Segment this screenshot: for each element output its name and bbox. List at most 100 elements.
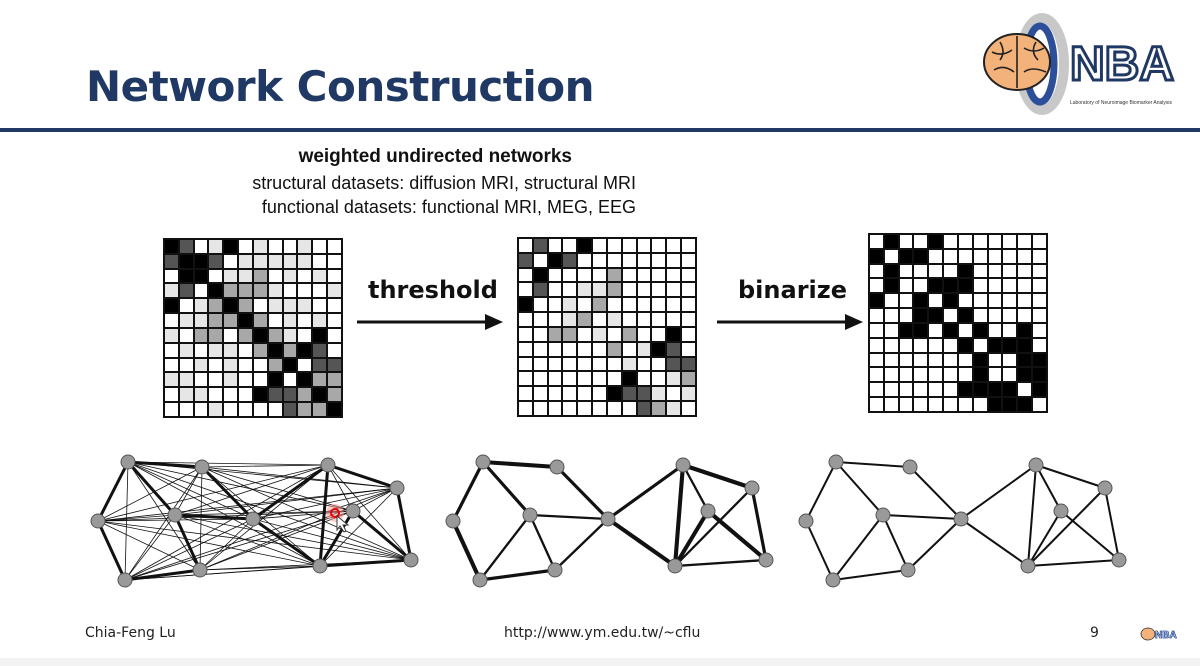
network-node bbox=[667, 558, 683, 574]
matrix-cell bbox=[283, 269, 297, 283]
matrix-cell bbox=[988, 249, 1002, 263]
network-edge bbox=[907, 518, 962, 571]
network-edge bbox=[319, 487, 398, 567]
network-node bbox=[600, 511, 616, 527]
matrix-cell bbox=[1003, 264, 1017, 278]
matrix-cell bbox=[607, 253, 621, 267]
matrix-cell bbox=[667, 268, 681, 282]
matrix-cell bbox=[607, 327, 621, 341]
matrix-cell bbox=[313, 358, 327, 372]
network-edge bbox=[1027, 464, 1037, 567]
matrix-cell bbox=[328, 254, 341, 268]
matrix-cell bbox=[667, 372, 681, 386]
matrix-cell bbox=[194, 240, 208, 253]
matrix-cell bbox=[268, 269, 282, 283]
matrix-cell bbox=[578, 268, 592, 282]
matrix-cell bbox=[1018, 309, 1032, 322]
matrix-cell bbox=[548, 357, 562, 371]
matrix-cell bbox=[884, 353, 898, 367]
matrix-cell bbox=[973, 338, 987, 352]
matrix-cell bbox=[884, 323, 898, 337]
matrix-cell bbox=[194, 254, 208, 268]
network-edge bbox=[451, 520, 482, 581]
matrix-cell bbox=[1003, 368, 1017, 382]
network-node bbox=[389, 480, 405, 496]
network-edge bbox=[352, 509, 412, 562]
matrix-cell bbox=[533, 253, 547, 267]
matrix-cell bbox=[667, 327, 681, 341]
matrix-cell bbox=[239, 403, 252, 416]
matrix-cell bbox=[958, 338, 972, 352]
mouse-cursor-icon bbox=[326, 504, 350, 533]
matrix-cell bbox=[224, 343, 238, 357]
matrix-cell bbox=[973, 368, 987, 382]
matrix-cell bbox=[578, 283, 592, 297]
network-edge bbox=[960, 464, 1037, 520]
matrix-cell bbox=[179, 240, 193, 253]
matrix-cell bbox=[870, 368, 883, 382]
network-edge bbox=[174, 466, 203, 516]
network-edge bbox=[529, 513, 609, 521]
matrix-cell bbox=[652, 283, 666, 297]
matrix-cell bbox=[622, 387, 636, 401]
matrix-cell bbox=[667, 313, 681, 326]
matrix-cell bbox=[607, 313, 621, 326]
matrix-cell bbox=[637, 357, 651, 371]
network-node bbox=[312, 558, 328, 574]
matrix-cell bbox=[533, 372, 547, 386]
matrix-cell bbox=[973, 249, 987, 263]
network-edge bbox=[327, 464, 354, 512]
matrix-cell bbox=[179, 403, 193, 416]
network-edge bbox=[555, 465, 610, 521]
matrix-cell bbox=[637, 372, 651, 386]
matrix-cell bbox=[593, 298, 606, 312]
matrix-cell bbox=[1003, 353, 1017, 367]
matrix-cell bbox=[1003, 398, 1017, 411]
matrix-cell bbox=[652, 239, 666, 252]
matrix-cell bbox=[682, 387, 695, 401]
matrix-cell bbox=[253, 269, 267, 283]
matrix-cell bbox=[328, 299, 341, 313]
matrix-cell bbox=[607, 357, 621, 371]
matrix-cell bbox=[637, 268, 651, 282]
matrix-cell bbox=[899, 368, 913, 382]
matrix-cell bbox=[988, 309, 1002, 322]
matrix-cell bbox=[194, 373, 208, 387]
matrix-cell bbox=[870, 323, 883, 337]
matrix-cell bbox=[194, 358, 208, 372]
matrix-cell bbox=[929, 338, 943, 352]
matrix-cell bbox=[884, 235, 898, 248]
matrix-cell bbox=[283, 343, 297, 357]
matrix-cell bbox=[914, 264, 928, 278]
matrix-cell bbox=[548, 313, 562, 326]
matrix-cell bbox=[519, 387, 532, 401]
matrix-cell bbox=[914, 383, 928, 397]
matrix-cell bbox=[914, 279, 928, 293]
network-node bbox=[167, 507, 183, 523]
matrix-cell bbox=[165, 328, 178, 342]
network-node bbox=[798, 513, 814, 529]
matrix-cell bbox=[958, 235, 972, 248]
structural-datasets-line: structural datasets: diffusion MRI, stru… bbox=[252, 173, 636, 193]
matrix-cell bbox=[944, 264, 957, 278]
footer-url[interactable]: http://www.ym.edu.tw/~cflu bbox=[504, 625, 701, 641]
network-node bbox=[192, 562, 208, 578]
matrix-cell bbox=[313, 299, 327, 313]
network-edge bbox=[909, 466, 962, 520]
matrix-cell bbox=[224, 269, 238, 283]
network-edge bbox=[96, 520, 127, 581]
matrix-cell bbox=[622, 253, 636, 267]
matrix-cell bbox=[519, 253, 532, 267]
svg-text:NBA: NBA bbox=[1155, 630, 1177, 641]
matrix-cell bbox=[179, 358, 193, 372]
network-edge bbox=[199, 487, 398, 571]
matrix-cell bbox=[682, 298, 695, 312]
matrix-cell bbox=[533, 239, 547, 252]
matrix-cell bbox=[607, 298, 621, 312]
network-node bbox=[1097, 480, 1113, 496]
nba-logo: NBA Laboratory of Neuroimage Biomarker A… bbox=[983, 13, 1176, 115]
matrix-cell bbox=[1018, 368, 1032, 382]
matrix-cell bbox=[209, 343, 223, 357]
network-edge bbox=[174, 513, 254, 521]
